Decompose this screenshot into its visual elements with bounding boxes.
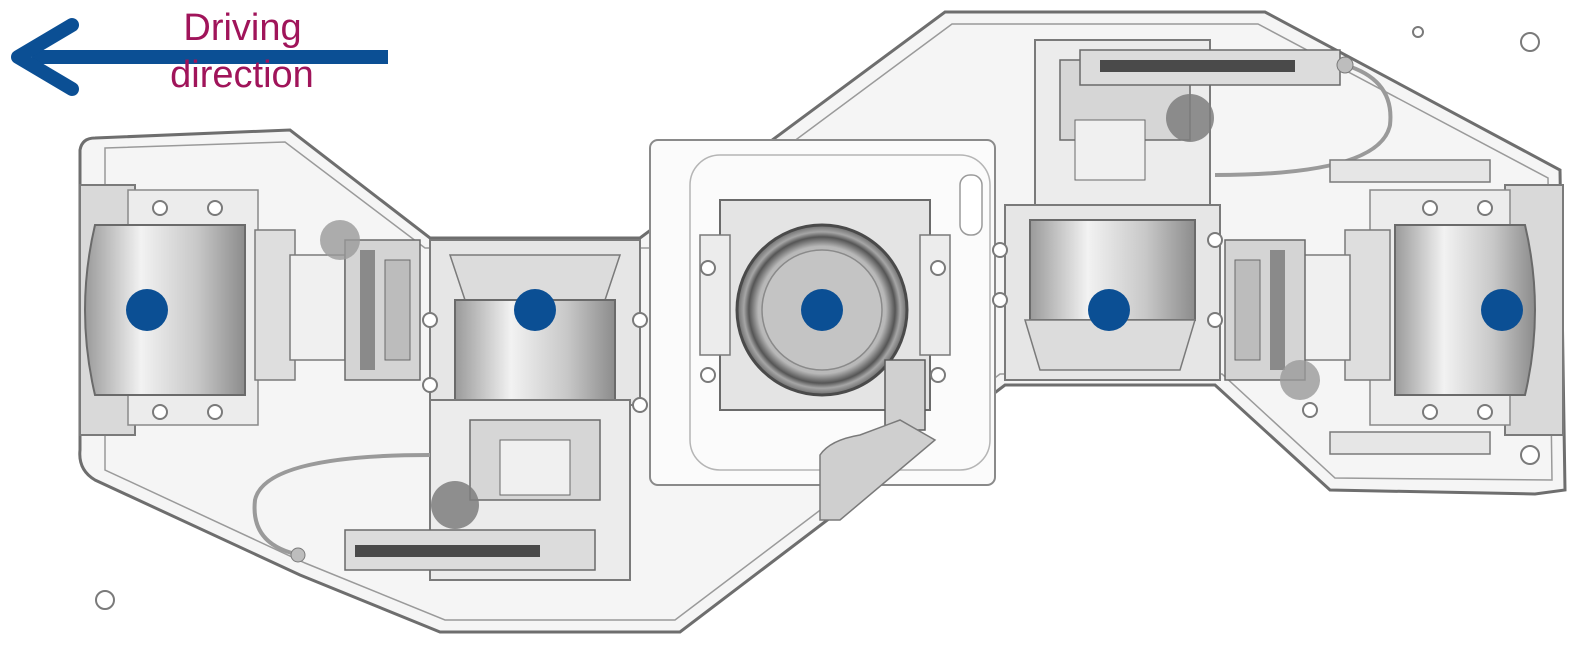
right-camera-module bbox=[1224, 159, 1564, 455]
arrow-left-icon bbox=[11, 18, 388, 96]
camera-marker-3 bbox=[801, 289, 843, 331]
left-camera-module bbox=[79, 184, 421, 436]
mounting-screws bbox=[95, 26, 1540, 610]
driving-direction-label-line1: Driving bbox=[183, 7, 302, 49]
center-camera-module bbox=[699, 199, 951, 521]
camera-marker-5 bbox=[1481, 289, 1523, 331]
driving-direction-label-line2: direction bbox=[170, 54, 314, 96]
camera-marker-1 bbox=[126, 289, 168, 331]
camera-marker-2 bbox=[514, 289, 556, 331]
fourth-camera-module bbox=[1004, 39, 1393, 381]
camera-marker-4 bbox=[1088, 289, 1130, 331]
